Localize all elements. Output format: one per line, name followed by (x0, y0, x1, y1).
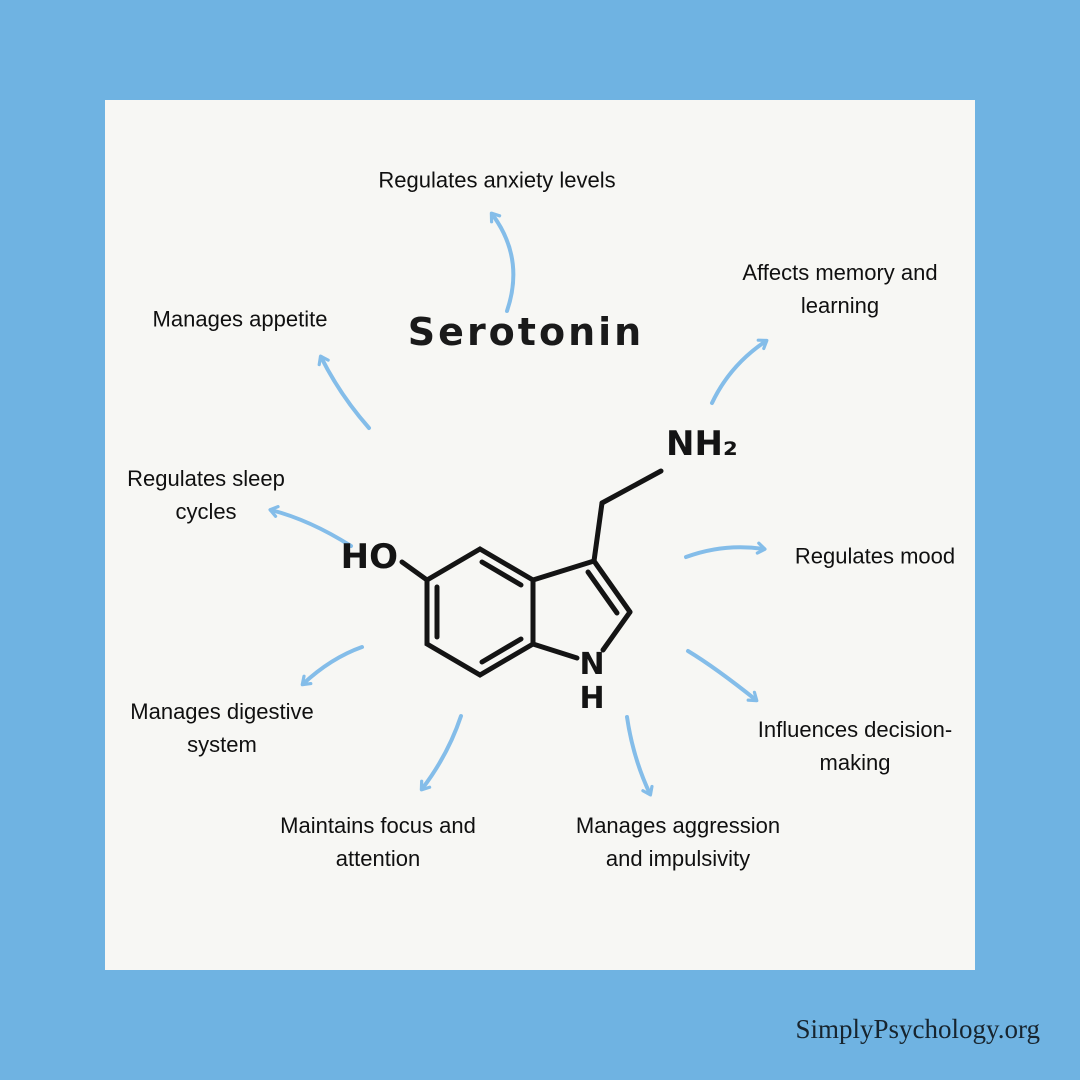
label-regulates-sleep: Regulates sleep cycles (127, 466, 285, 524)
label-affects-memory: Affects memory and learning (742, 260, 938, 318)
label-regulates-mood: Regulates mood (794, 543, 956, 569)
label-maintains-focus: Maintains focus and attention (280, 813, 476, 871)
label-manages-appetite: Manages appetite (152, 306, 328, 332)
label-manages-aggression: Manages aggression and impulsivity (575, 813, 781, 871)
page-title: Serotonin (407, 310, 645, 354)
label-regulates-anxiety: Regulates anxiety levels (378, 167, 616, 193)
watermark: SimplyPsychology.org (795, 1014, 1040, 1044)
label-manages-digestive: Manages digestive system (130, 699, 314, 757)
content-card (105, 100, 975, 970)
label-influences-decision: Influences decision- making (757, 717, 953, 775)
